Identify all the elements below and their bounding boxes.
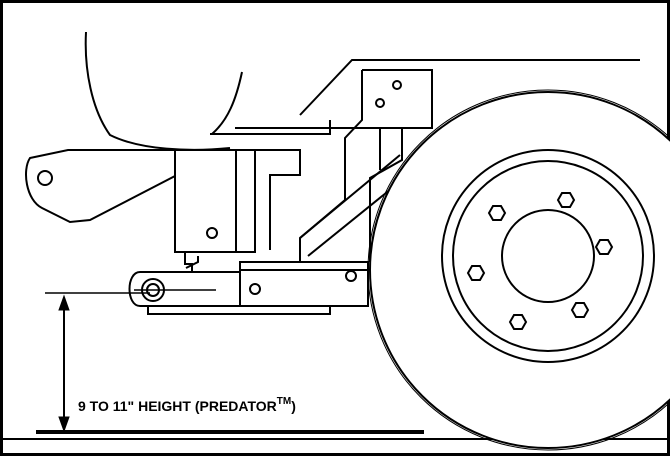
rim-outer <box>441 149 655 363</box>
post-bracket <box>299 69 433 262</box>
lug-nut <box>487 205 507 221</box>
center-bracket <box>174 149 301 272</box>
rim-inner <box>452 160 644 352</box>
wheel-hub <box>501 209 595 303</box>
seat-outline <box>84 31 243 151</box>
lug-nut <box>594 239 614 255</box>
lower-link <box>128 271 331 315</box>
wheel <box>367 89 670 451</box>
lug-nut <box>570 302 590 318</box>
height-dimension-arrow <box>45 292 150 433</box>
plate-bolt-left <box>249 283 261 295</box>
deck-hanger-plate <box>239 261 369 307</box>
trademark-mark: TM <box>277 396 291 407</box>
bracket-bolt <box>206 227 218 239</box>
post-hole-lower <box>375 98 385 108</box>
pivot-arm <box>25 149 176 224</box>
height-label: 9 TO 11" HEIGHT (PREDATORTM) <box>78 396 296 414</box>
post-hole-upper <box>392 80 402 90</box>
arrow-head-down <box>58 416 70 433</box>
plate-bolt-right <box>345 270 357 282</box>
arrow-head-up <box>58 294 70 311</box>
lug-nut <box>466 265 486 281</box>
lug-nut <box>508 314 528 330</box>
tire <box>369 91 670 449</box>
pivot-hole <box>37 170 53 186</box>
height-label-close: ) <box>291 398 296 414</box>
lug-nut <box>556 192 576 208</box>
